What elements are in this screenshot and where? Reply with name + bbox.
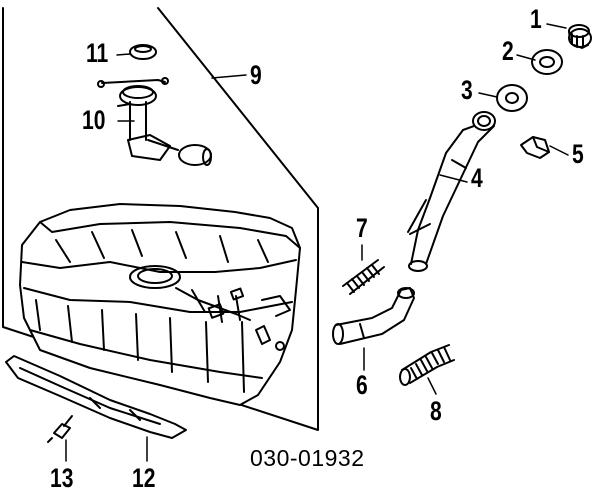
callout-13: 13 — [50, 463, 74, 493]
callout-2: 2 — [502, 36, 514, 66]
leader-lines — [65, 23, 569, 462]
strap-bolt-icon — [47, 415, 73, 443]
filler-neck-pipe-icon — [407, 111, 496, 272]
filler-cap-icon — [568, 24, 592, 49]
cap-gasket-icon — [531, 49, 563, 75]
corrugated-hose-icon — [399, 344, 455, 386]
fuel-tank-icon — [19, 203, 301, 406]
callout-3: 3 — [461, 75, 473, 105]
callout-1: 1 — [530, 4, 542, 34]
callout-8: 8 — [430, 396, 442, 426]
vent-hose-icon — [342, 259, 385, 295]
tank-group-outline — [2, 7, 319, 431]
callout-9: 9 — [250, 60, 262, 90]
lock-ring-icon — [129, 44, 157, 60]
callout-4: 4 — [471, 163, 483, 193]
callout-11: 11 — [86, 38, 109, 68]
fuel-pump-sender-icon — [97, 77, 212, 166]
callout-5: 5 — [572, 139, 584, 169]
callout-6: 6 — [356, 370, 368, 400]
tank-strap-icon — [5, 355, 187, 439]
drawing-number: 030-01932 — [250, 445, 365, 471]
callout-7: 7 — [356, 213, 368, 243]
filler-seal-ring-icon — [496, 84, 528, 112]
callout-12: 12 — [132, 463, 156, 493]
mounting-bracket-icon — [520, 136, 550, 159]
filler-hose-icon — [332, 287, 415, 345]
callout-10: 10 — [82, 105, 106, 135]
